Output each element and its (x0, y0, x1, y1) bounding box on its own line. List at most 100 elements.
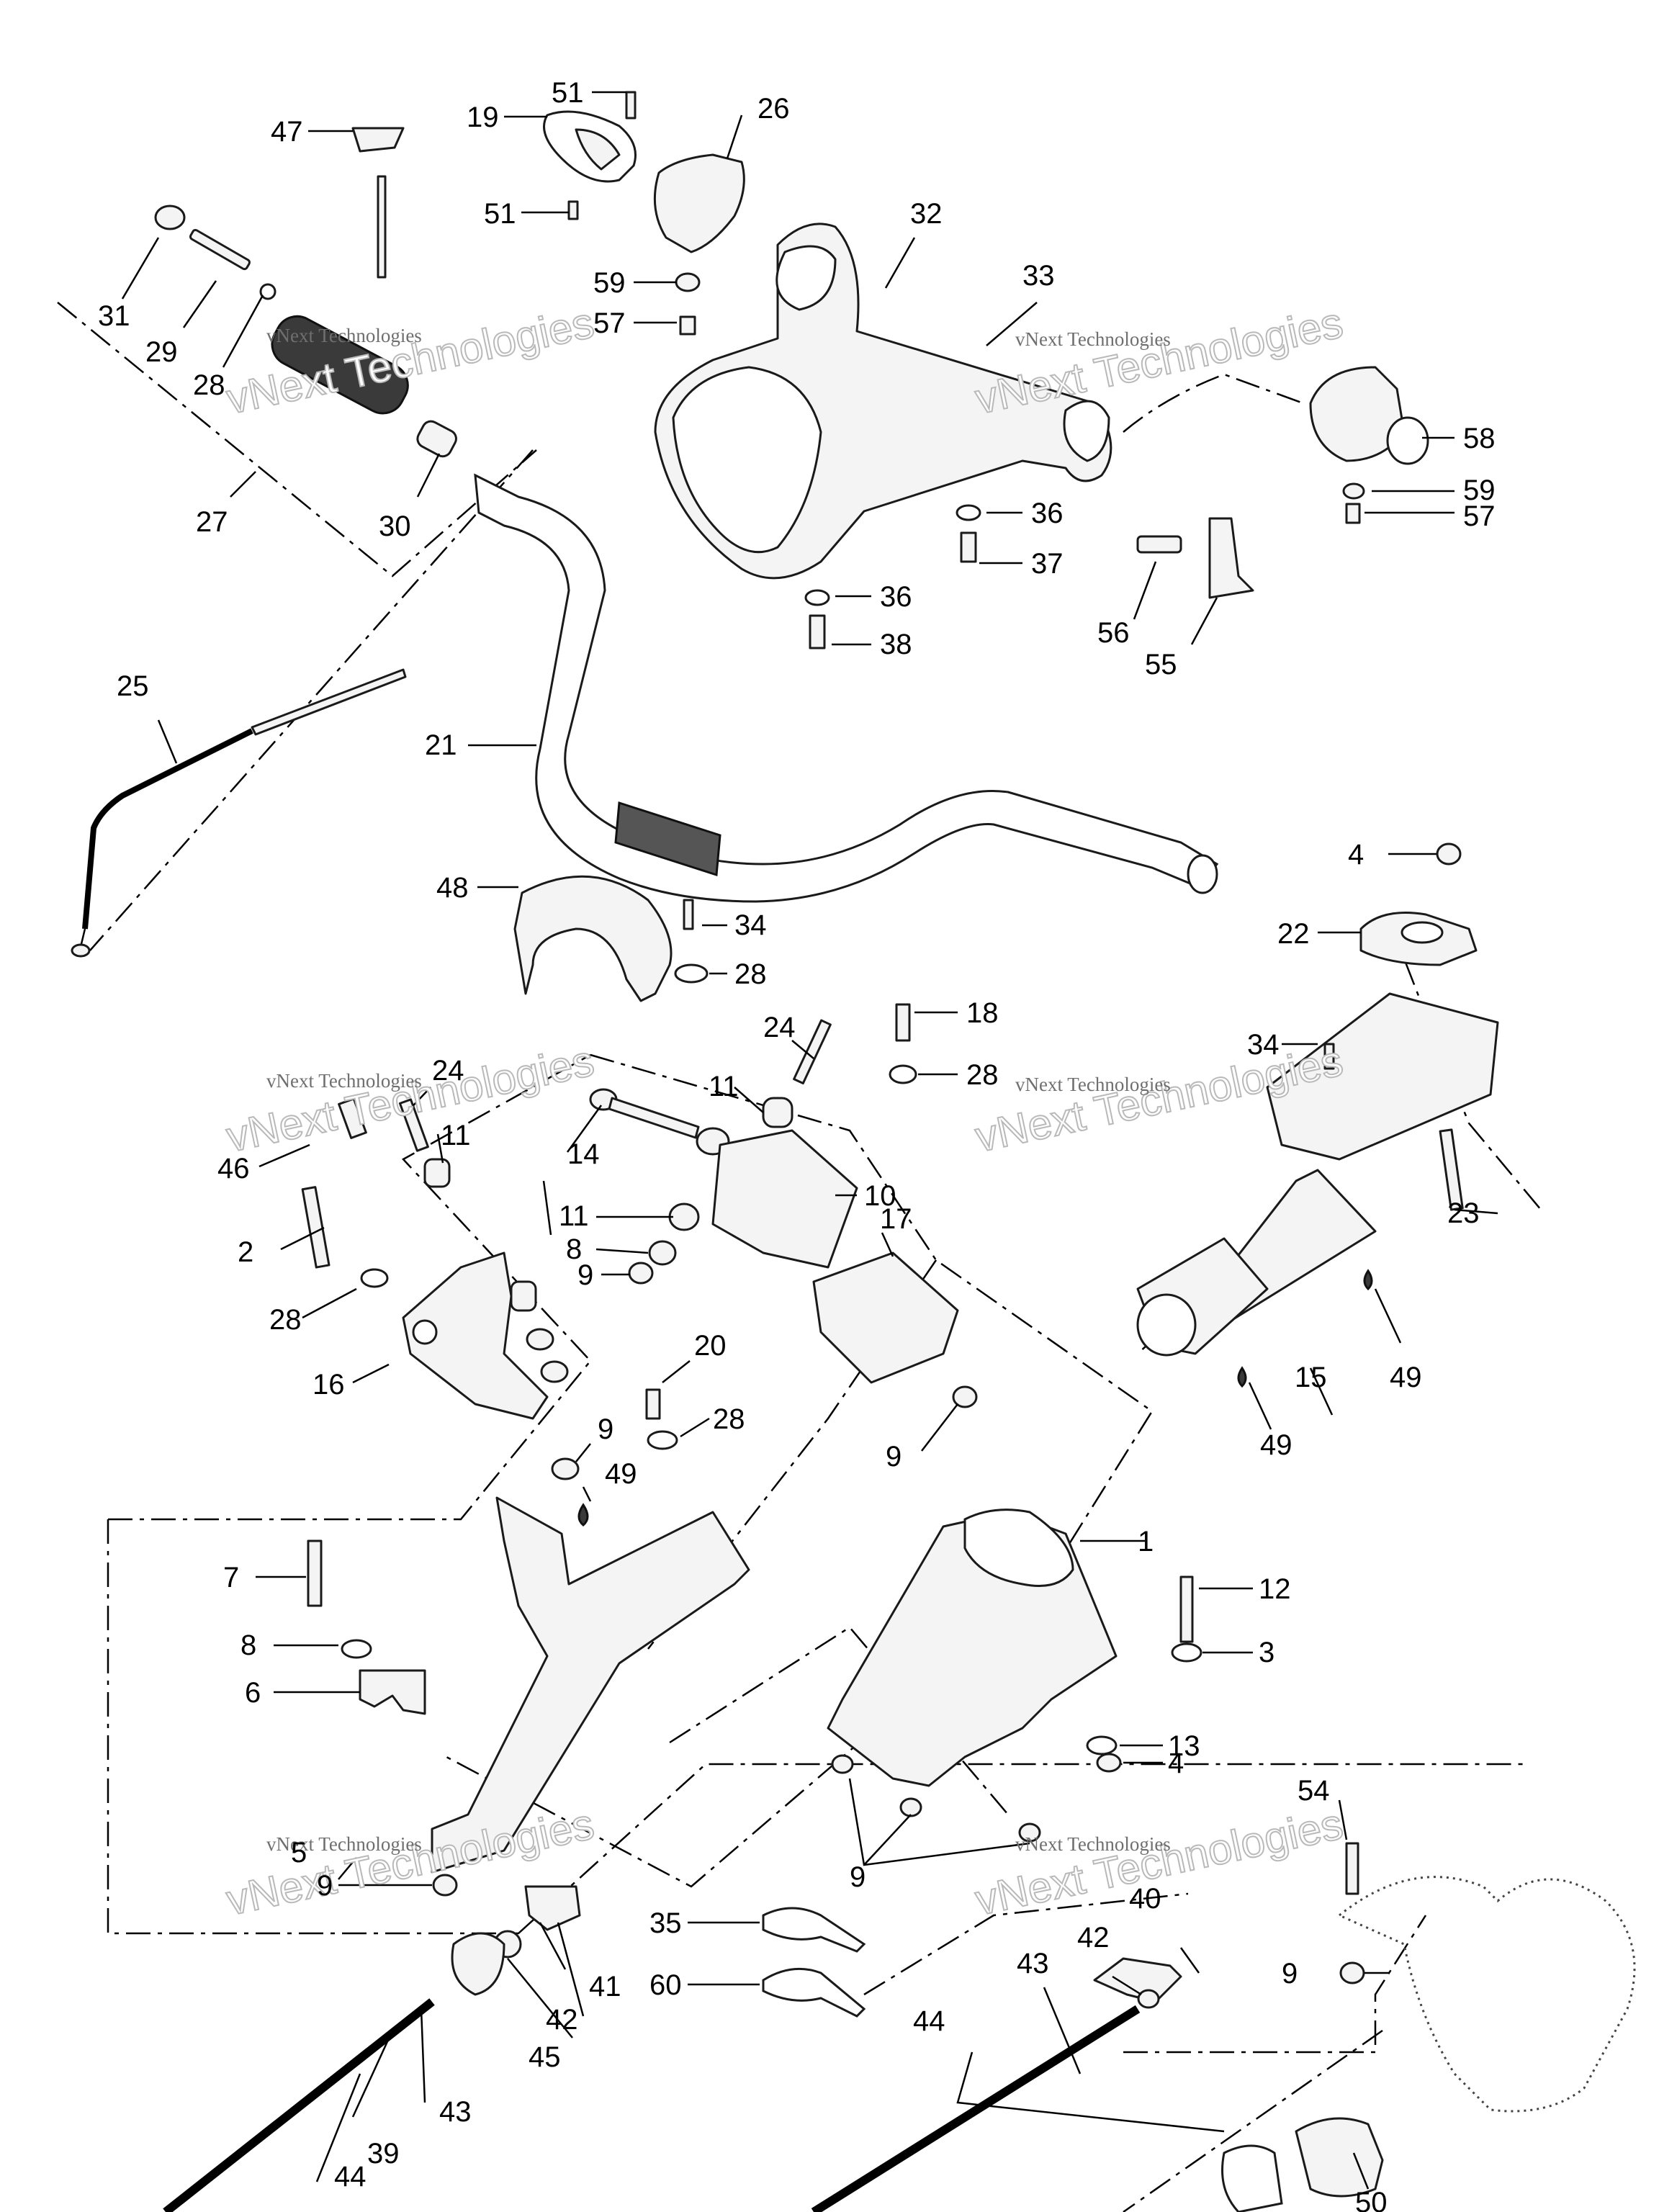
callout: 54 (1298, 1775, 1330, 1807)
callout: 16 (313, 1369, 345, 1401)
watermark-small: vNext Technologies (1015, 1833, 1171, 1855)
part-17-plate (812, 1251, 959, 1384)
callout: 36 (1031, 498, 1064, 529)
assembly-line-50 (1123, 2029, 1383, 2212)
part-45-boot (451, 1932, 505, 1996)
callout: 23 (1447, 1197, 1480, 1229)
part-9-nut-cable (1339, 1961, 1365, 1984)
part-1-collar (963, 1509, 1074, 1587)
assembly-line-27 (57, 302, 537, 577)
part-15-end (1136, 1293, 1197, 1357)
callout: 41 (589, 1971, 621, 2002)
part-19-inner (575, 128, 621, 171)
callout: 58 (1463, 423, 1496, 454)
part-34-screw-right (1323, 1043, 1335, 1070)
part-3-washer (1171, 1642, 1202, 1663)
callout: 20 (694, 1330, 727, 1362)
assembly-line-58 (1123, 373, 1304, 433)
assembly-line-25 (89, 449, 534, 951)
part-8-washer-lower (341, 1639, 372, 1659)
callout: 22 (1277, 918, 1310, 950)
callout: 25 (117, 670, 149, 702)
callout: 44 (913, 2005, 945, 2037)
callout: 48 (436, 872, 469, 904)
part-51-screw-top (625, 91, 637, 120)
callout: 35 (649, 1907, 682, 1939)
callout: 6 (245, 1677, 261, 1709)
callout: 44 (334, 2161, 367, 2193)
part-4-nut (1096, 1753, 1122, 1773)
part-16-hole (412, 1319, 438, 1345)
watermark-large: vNext Technologies (222, 1036, 598, 1161)
callout: 9 (598, 1413, 613, 1445)
callout: 39 (367, 2138, 400, 2170)
part-9-nut-housing-c (1018, 1822, 1041, 1843)
throttle-cable (71, 668, 407, 958)
part-25-tip (71, 943, 91, 958)
part-5-plate (431, 1496, 750, 1874)
callout: 10 (864, 1180, 896, 1212)
callout: 43 (439, 2096, 472, 2128)
part-8-washer-left (526, 1328, 554, 1351)
callout: 30 (379, 511, 411, 542)
watermark-small: vNext Technologies (1015, 1074, 1171, 1095)
callout: 9 (886, 1441, 902, 1473)
callout: 60 (649, 1969, 682, 2001)
part-7-bolt (307, 1539, 323, 1607)
callout: 28 (713, 1403, 745, 1435)
assembly-line-lower-left (107, 1519, 1527, 1935)
part-25-cable-end (251, 668, 407, 736)
assembly-line-40 (863, 1892, 1189, 1996)
callout: 14 (567, 1138, 600, 1170)
part-32-cavity (672, 366, 822, 554)
callout: 31 (98, 300, 130, 332)
callout: 57 (593, 307, 626, 339)
part-37-bolt (960, 531, 977, 563)
callout: 7 (223, 1562, 239, 1593)
callout: 24 (432, 1055, 464, 1087)
part-32-opening (775, 245, 837, 311)
assembly-line-center (446, 1053, 1154, 1888)
part-30-sleeve (416, 420, 457, 458)
part-58-end-face (1386, 416, 1429, 465)
callout: 15 (1295, 1362, 1327, 1393)
callout: 38 (880, 629, 912, 660)
callout: 18 (966, 997, 999, 1029)
callouts: 51 19 26 47 31 29 28 27 30 51 32 33 59 5… (98, 77, 1496, 2212)
part-21-bar (474, 473, 1219, 903)
part-54-bolt (1345, 1842, 1359, 1895)
part-28-washer (259, 283, 276, 300)
part-18-bolt (895, 1003, 911, 1042)
callout: 51 (552, 77, 584, 109)
callout: 36 (880, 581, 912, 613)
callout: 9 (317, 1870, 333, 1902)
callout: 49 (1390, 1362, 1422, 1393)
callout: 11 (441, 1120, 471, 1151)
left-bracket (301, 1097, 678, 1527)
watermark-large: vNext Technologies (971, 298, 1347, 423)
callout: 4 (1348, 839, 1364, 871)
callout: 13 (1168, 1730, 1200, 1762)
callout: 21 (425, 729, 457, 761)
part-9-nut-plate (432, 1874, 458, 1897)
part-9-nut-left-lower (551, 1457, 580, 1480)
part-20-bolt (645, 1388, 661, 1420)
callout: 42 (1077, 1922, 1110, 1954)
steering-cable (163, 1842, 1636, 2212)
steering-linkage (589, 1003, 978, 1408)
callout: 28 (966, 1059, 999, 1091)
part-9-nut-left (540, 1360, 569, 1383)
callout: 24 (763, 1012, 796, 1043)
callout: 33 (1022, 260, 1055, 292)
part-9-nut-housing-b (899, 1797, 922, 1817)
part-8-washer (648, 1240, 677, 1266)
part-36-washer-a (956, 504, 981, 521)
part-nozzle-outline (1337, 1876, 1636, 2113)
callout: 55 (1145, 649, 1177, 680)
part-50-clamp (1221, 2144, 1283, 2212)
callout: 28 (734, 958, 767, 990)
watermark-small: vNext Technologies (266, 1833, 422, 1855)
callout: 2 (238, 1236, 253, 1268)
callout: 47 (271, 116, 303, 148)
part-14-rod (608, 1097, 700, 1139)
